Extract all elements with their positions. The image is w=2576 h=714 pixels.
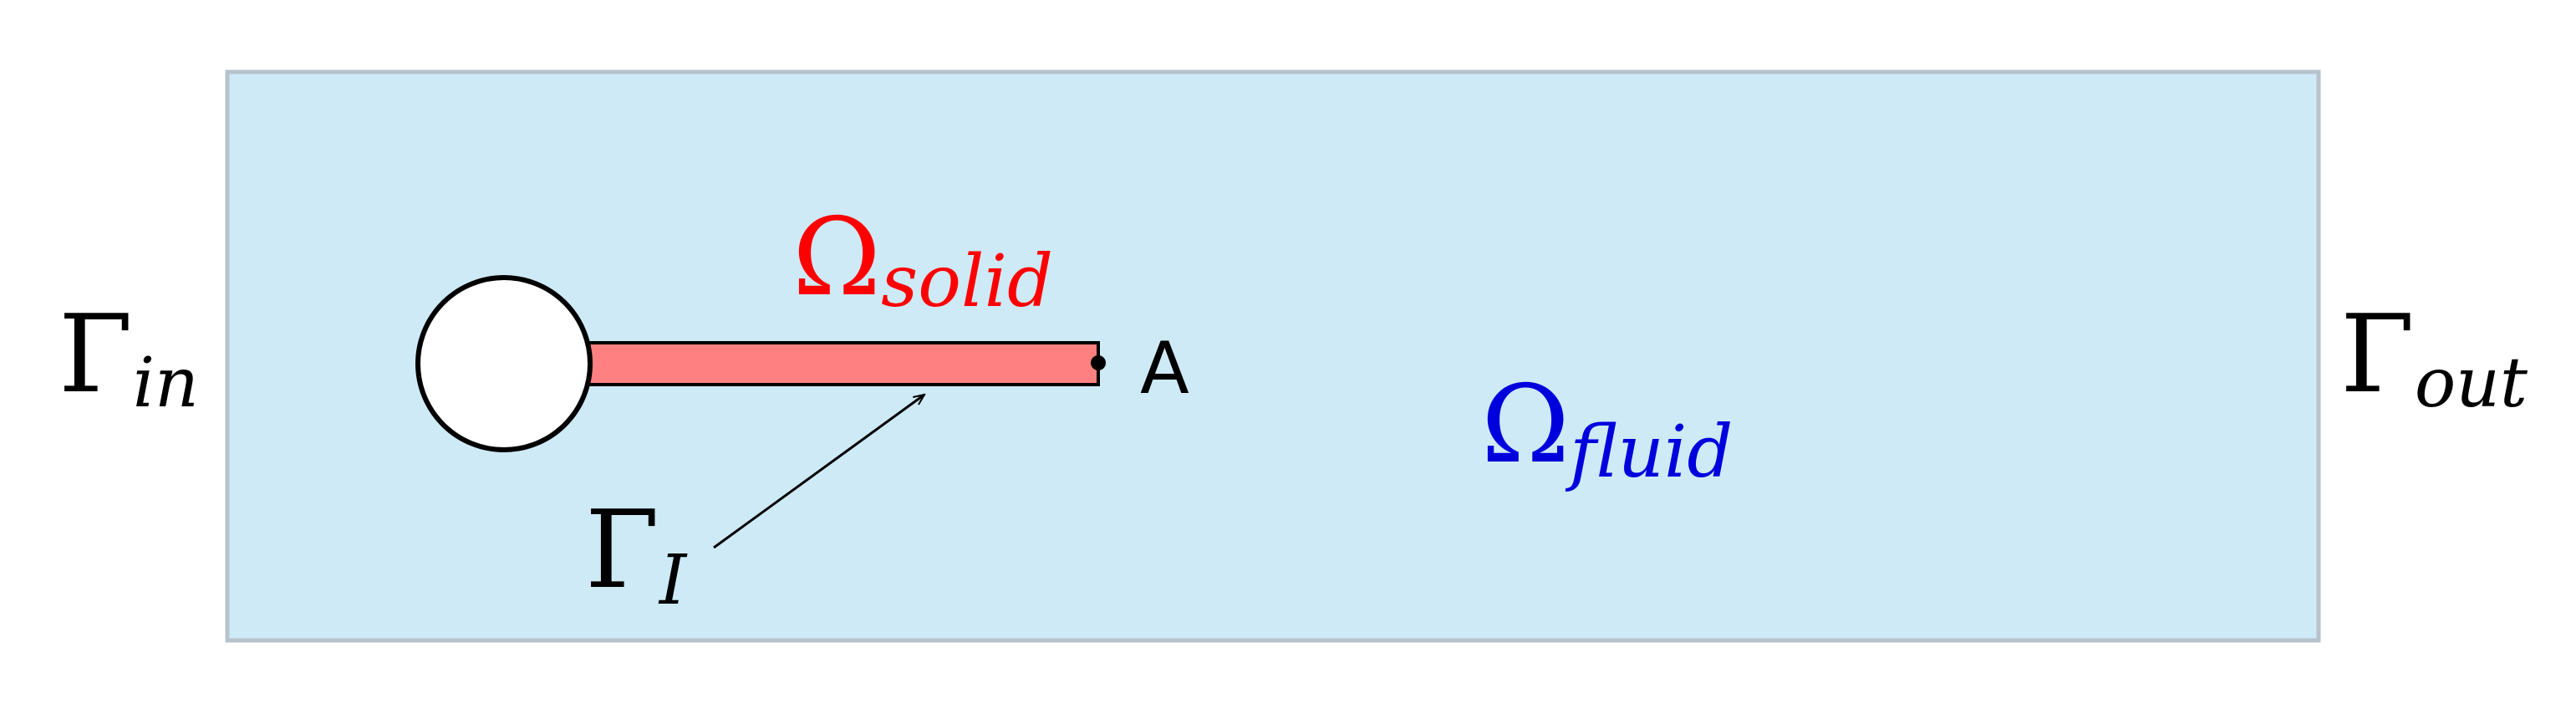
solid-subscript: solid bbox=[881, 240, 1053, 324]
inlet-label: Γin bbox=[59, 293, 199, 423]
solid-omega: Ω bbox=[792, 196, 881, 320]
interface-arrow bbox=[713, 395, 924, 549]
fluid-label: Ωfluid bbox=[1481, 363, 1733, 494]
point-a-label: A bbox=[1140, 327, 1189, 411]
inlet-gamma: Γ bbox=[59, 293, 133, 417]
fluid-subscript: fluid bbox=[1565, 411, 1733, 494]
inlet-subscript: in bbox=[133, 344, 199, 423]
point-a-marker bbox=[1091, 355, 1106, 370]
outlet-label: Γout bbox=[2340, 293, 2528, 423]
interface-label: ΓI bbox=[585, 488, 688, 620]
cylinder bbox=[415, 275, 593, 452]
interface-gamma: Γ bbox=[585, 488, 659, 613]
fluid-omega: Ω bbox=[1481, 363, 1570, 487]
solid-label: Ωsolid bbox=[792, 196, 1053, 324]
outlet-subscript: out bbox=[2415, 344, 2528, 423]
outlet-gamma: Γ bbox=[2340, 293, 2415, 417]
interface-subscript: I bbox=[658, 541, 688, 620]
solid-beam bbox=[583, 341, 1100, 386]
